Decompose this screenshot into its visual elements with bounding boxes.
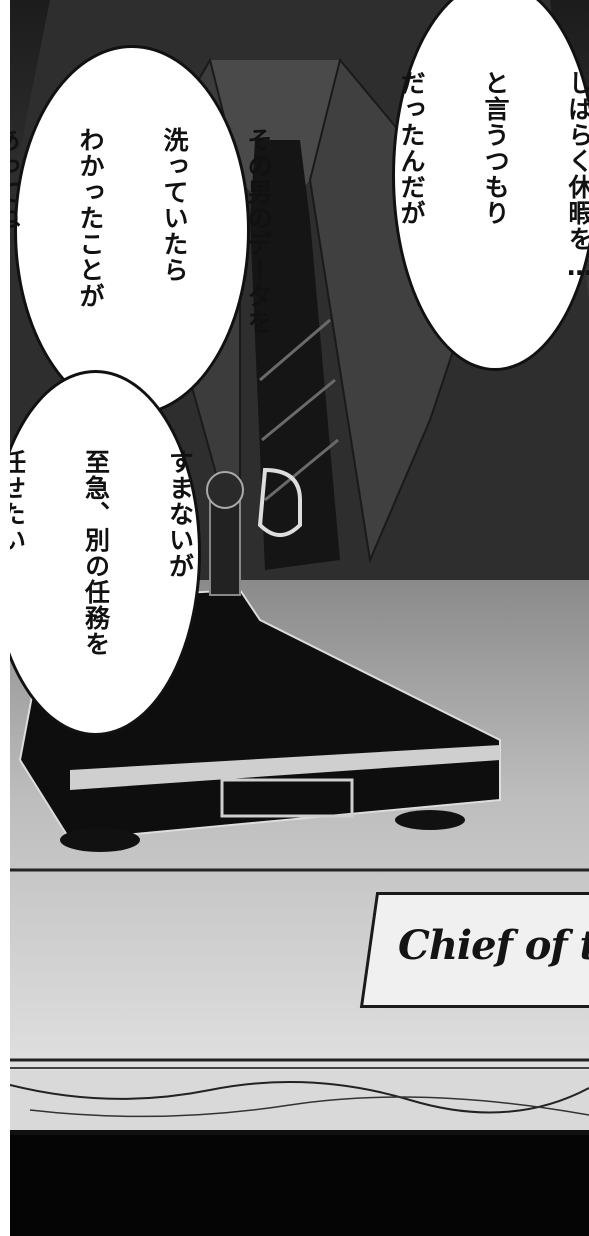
speech-line: だったんだが <box>397 69 426 226</box>
speech-line: すまないが <box>165 449 195 579</box>
speech-line: その男のデータを <box>244 126 273 335</box>
speech-line: あってね <box>10 126 21 231</box>
speech-text-3: すまないが 至急、別の任務を 任せたい <box>10 449 250 657</box>
nameplate-text: Chief of th <box>398 922 589 969</box>
necktie <box>250 140 340 570</box>
speech-bubble-2: その男のデータを 洗っていたら わかったことが あってね <box>10 45 273 416</box>
bottom-strip <box>10 1135 589 1236</box>
speech-line: 任せたい <box>10 449 27 553</box>
speech-line: しばらく休暇を… <box>565 69 589 282</box>
speech-line: と言うつもり <box>481 69 510 226</box>
speech-bubble-3: すまないが 至急、別の任務を 任せたい <box>10 370 201 736</box>
comic-panel: Chief of th しばらく休暇を… と言うつもり だったんだが その男のデ… <box>10 0 589 1236</box>
speech-line: 洗っていたら <box>160 126 189 283</box>
speech-line: 至急、別の任務を <box>81 449 111 657</box>
speech-text-2: その男のデータを 洗っていたら わかったことが あってね <box>10 127 328 335</box>
speech-bubble-1: しばらく休暇を… と言うつもり だったんだが <box>392 0 589 371</box>
desk-edge <box>10 1070 589 1130</box>
speech-line: わかったことが <box>76 126 105 309</box>
speech-text-1: しばらく休暇を… と言うつもり だったんだが <box>341 70 589 282</box>
page-gutter <box>0 0 10 1236</box>
